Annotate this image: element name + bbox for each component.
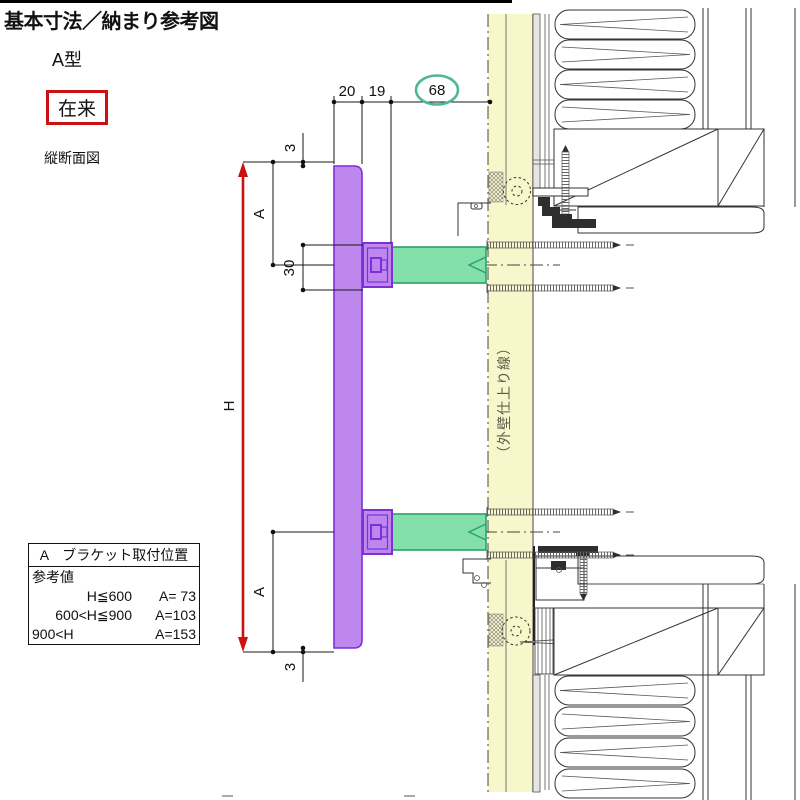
condition-cell: 600<H≦900 (55, 607, 132, 623)
dim-label-A-bottom: A (251, 587, 268, 597)
rosette-bottom (501, 616, 531, 646)
window-head-frame (457, 202, 491, 236)
insulation-batts-bottom (554, 675, 696, 799)
shutter-rail (333, 165, 363, 649)
window-sill-frame (462, 558, 491, 588)
dim-label-19: 19 (369, 83, 386, 100)
wall-finish-label: （外壁仕上り線） (496, 340, 512, 460)
bracket-housing-bottom (362, 509, 393, 555)
bracket-arm-bottom (384, 513, 487, 551)
sill-beam (577, 555, 765, 585)
page-title: 基本寸法／納まり参考図 (4, 11, 219, 33)
bracket-position-table: A ブラケット取付位置 参考値 H≦600 A= 73 600<H≦900 A=… (28, 543, 200, 645)
blocking-bottom (553, 607, 765, 676)
head-frame-profile (538, 197, 596, 228)
head-screw (556, 145, 576, 219)
dim-label-68: 68 (429, 82, 446, 99)
dimensions: 20 19 68 H A 3 30 (221, 74, 493, 682)
table-row: 900<H A=153 (29, 625, 199, 644)
dim-label-30: 30 (281, 260, 298, 277)
dim-label-H: H (221, 401, 238, 412)
bracket-screws (486, 240, 634, 560)
shutter-assembly (300, 165, 634, 649)
dim-label-3-top: 3 (282, 144, 299, 152)
table-row: 600<H≦900 A=103 (29, 606, 199, 625)
dim-label-20: 20 (339, 83, 356, 100)
table-row: H≦600 A= 73 (29, 587, 199, 606)
model-type-label: A型 (52, 50, 83, 70)
studs-bottom (702, 584, 796, 800)
view-type-label: 縦断面図 (44, 150, 100, 166)
condition-cell: H≦600 (86, 588, 132, 604)
height-dimension-arrow (238, 162, 248, 652)
top-border-bar (0, 0, 512, 3)
rosette-top (503, 177, 531, 205)
insulation-batts-top (554, 9, 696, 130)
packing-hatch-bottom (488, 613, 504, 647)
dimension-highlight-circle (414, 74, 460, 106)
construction-method-badge: 在来 (46, 90, 109, 125)
dim-label-3-bottom: 3 (282, 663, 299, 671)
value-cell: A=153 (155, 626, 196, 642)
value-cell: A=103 (155, 607, 196, 623)
table-header: A ブラケット取付位置 (29, 544, 199, 567)
packing-hatch-top (488, 171, 504, 203)
wall-section-bottom (462, 546, 796, 800)
bracket-arm-top (384, 246, 487, 284)
table-subheader: 参考値 (32, 569, 74, 585)
condition-cell: 900<H (32, 626, 74, 642)
wall-section-top (457, 8, 796, 236)
end-grain-board (534, 607, 554, 675)
dim-label-A-top: A (251, 209, 268, 219)
value-cell: A= 73 (159, 588, 196, 604)
lintel-beam (577, 206, 765, 234)
bracket-housing-top (362, 242, 393, 288)
